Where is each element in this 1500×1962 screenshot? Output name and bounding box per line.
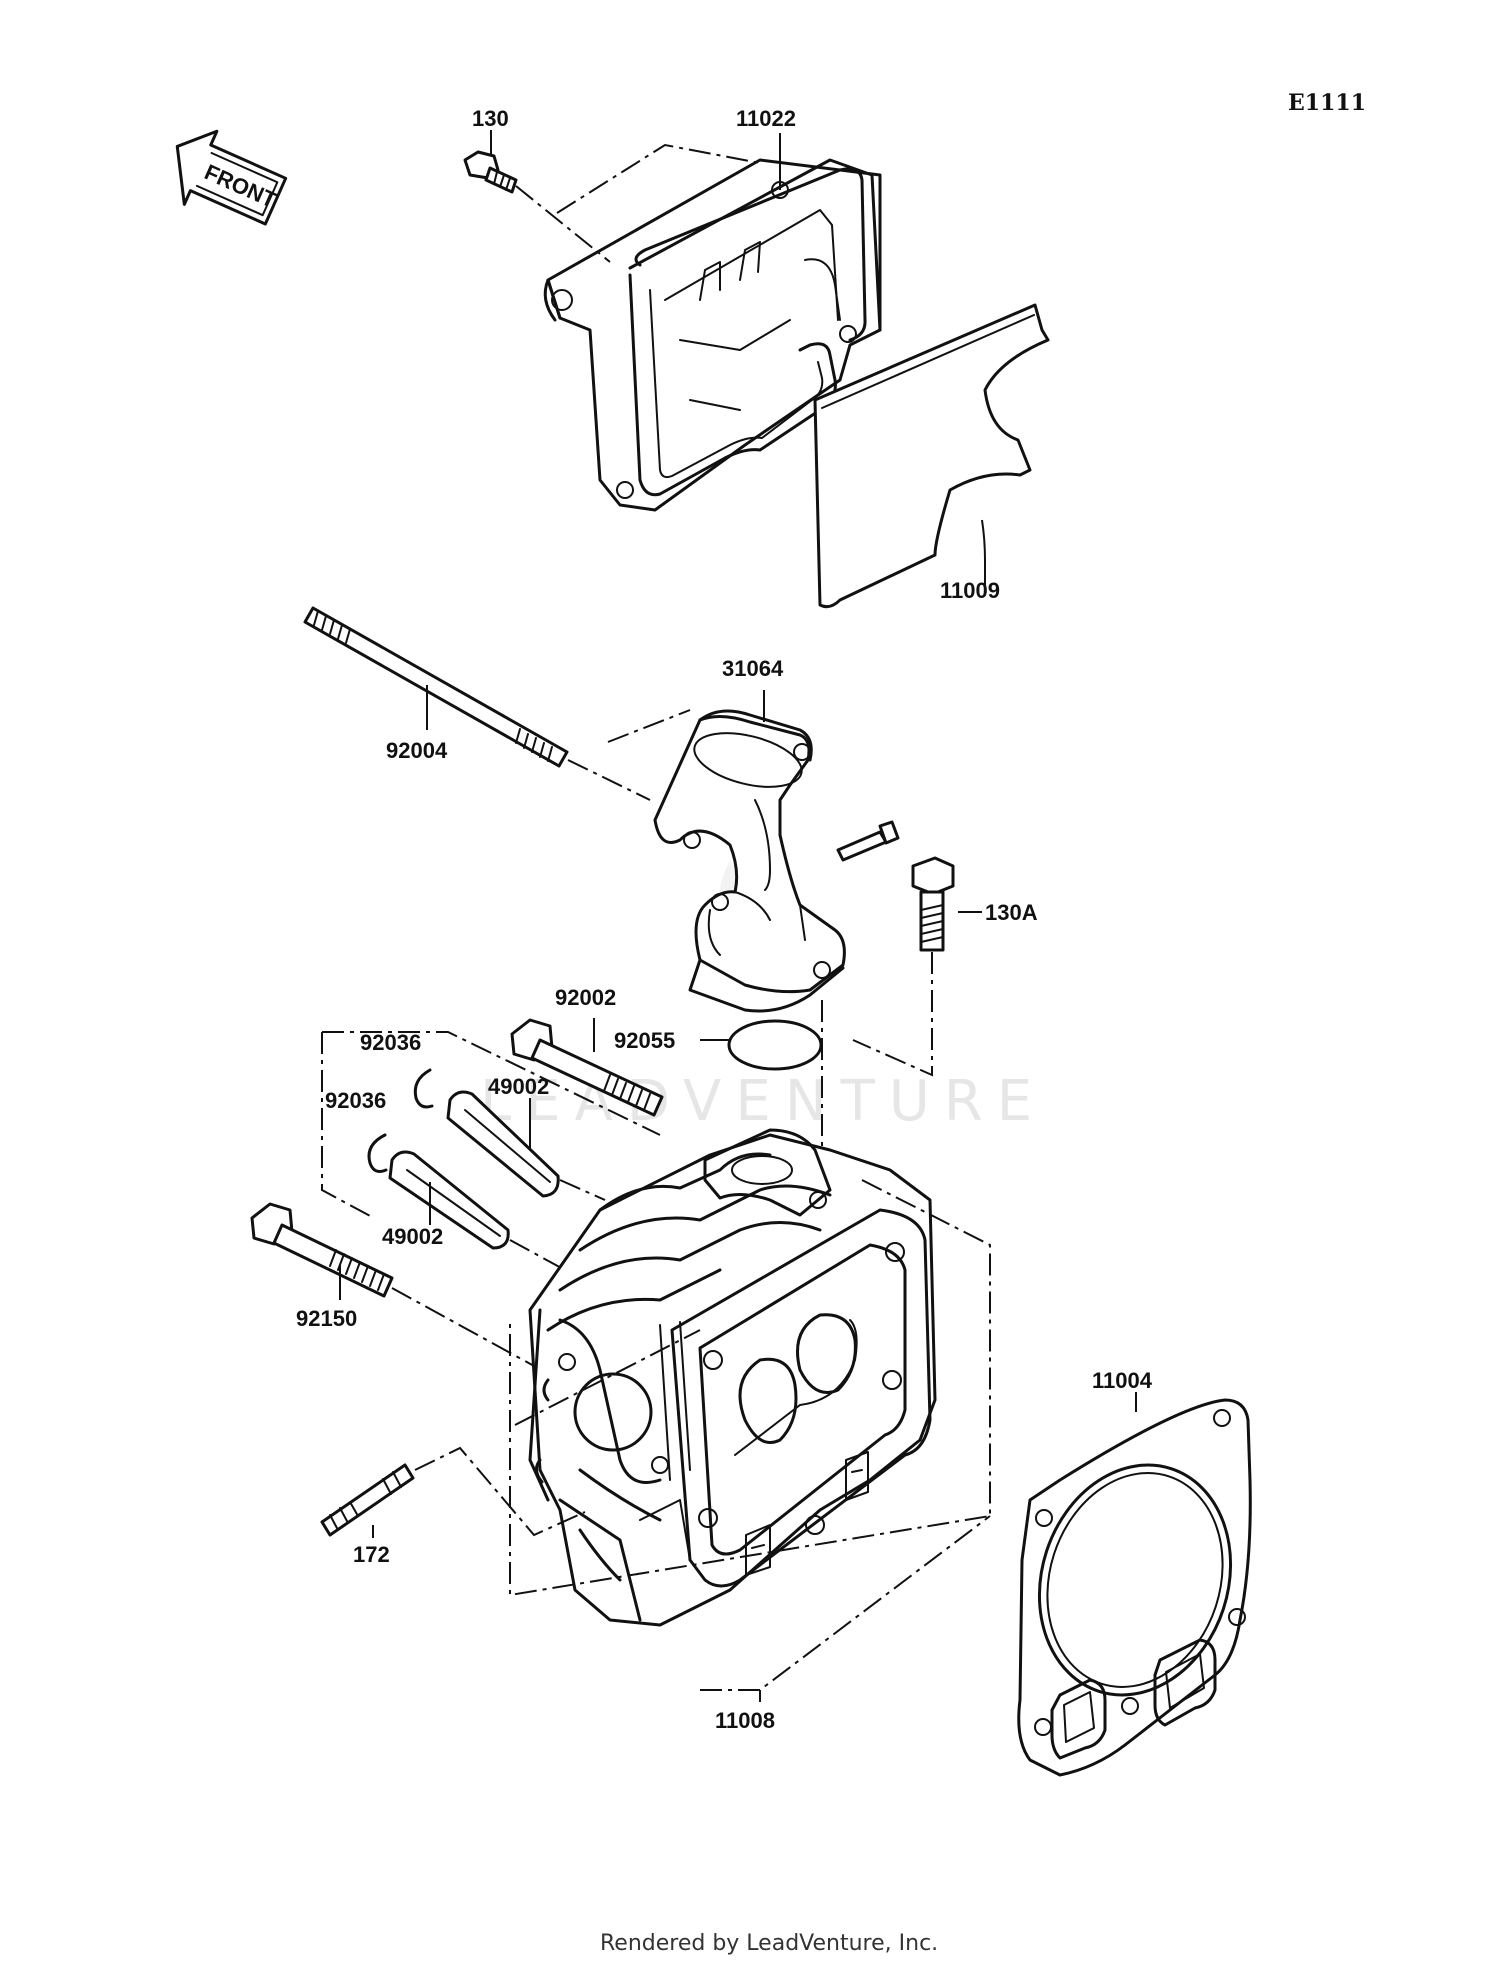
label-92036-b: 92036: [325, 1088, 386, 1113]
head-gasket-11004: [1017, 1398, 1252, 1777]
diagram-code: E1111: [1288, 90, 1366, 116]
valve-cover-11022: [543, 158, 882, 512]
valve-guide-49002-a: [446, 1090, 560, 1198]
intake-pipe-31064: [653, 709, 900, 1013]
o-ring-92055: [727, 1019, 823, 1071]
bolt-92002: [510, 1018, 664, 1117]
watermark: LEADVENTURE: [480, 1069, 1046, 1134]
label-92036-a: 92036: [360, 1030, 421, 1055]
label-172: 172: [353, 1542, 390, 1567]
label-31064: 31064: [722, 656, 784, 681]
bolt-130a: [911, 856, 955, 952]
footer-credit: Rendered by LeadVenture, Inc.: [600, 1931, 938, 1956]
valve-guide-49002-b: [388, 1150, 510, 1250]
stud-172: [320, 1463, 415, 1537]
bolt-130: [463, 150, 518, 194]
bolt-92150: [250, 1202, 394, 1298]
label-49002-b: 49002: [382, 1224, 443, 1249]
label-130: 130: [472, 106, 509, 131]
cylinder-head-11008: [528, 1128, 937, 1627]
label-92150: 92150: [296, 1306, 357, 1331]
label-11004: 11004: [1092, 1368, 1153, 1393]
stud-92004: [303, 606, 569, 768]
label-11022: 11022: [736, 106, 796, 131]
label-92002: 92002: [555, 985, 616, 1010]
label-11008: 11008: [715, 1708, 775, 1733]
label-49002-a: 49002: [488, 1074, 549, 1099]
label-11009: 11009: [940, 578, 1000, 603]
label-92004: 92004: [386, 738, 448, 763]
front-arrow-icon: FRONT: [175, 129, 288, 226]
label-130a: 130A: [985, 900, 1038, 925]
gasket-11009: [813, 303, 1050, 609]
clip-92036-a: [413, 1068, 434, 1109]
label-92055: 92055: [614, 1028, 675, 1053]
clip-92036-b: [367, 1133, 388, 1173]
